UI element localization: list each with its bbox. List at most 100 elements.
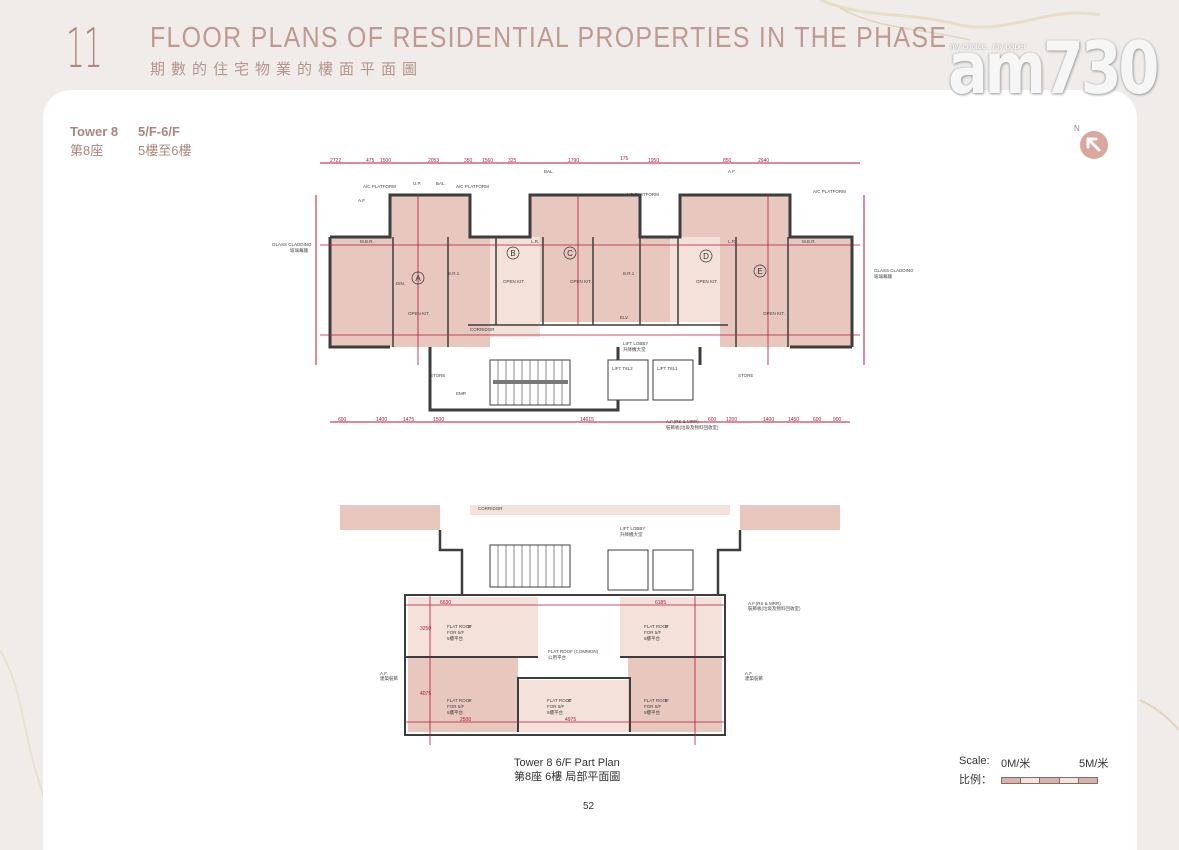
page-title-zh: 期數的住宅物業的樓面平面圖 [150,61,424,78]
scale-end: 5M/米 [1079,758,1109,770]
svg-text:STORE: STORE [738,373,753,378]
scale-graphic [1001,777,1098,784]
svg-text:2722: 2722 [330,158,341,164]
top-dimensions: 2722 475 1500 2053 350 1560 325 1790 175… [330,156,769,164]
svg-text:B.R.1: B.R.1 [623,271,635,276]
bottom-dimensions: 600 1400 1475 1500 14615 600 1200 1400 1… [338,417,842,423]
svg-text:FLAT ROOF: FLAT ROOF [644,624,669,629]
svg-text:A.F.: A.F. [380,671,388,676]
svg-text:1400: 1400 [376,417,387,423]
svg-text:升降機大堂: 升降機大堂 [620,531,643,538]
svg-text:3250: 3250 [420,626,431,632]
svg-text:OPEN KIT.: OPEN KIT. [570,279,592,284]
svg-text:裝飾板(垃圾及物料回收室): 裝飾板(垃圾及物料回收室) [748,605,801,612]
logo-tagline: my choice . my paper [950,42,1027,51]
scale-start: 0M/米 [1001,758,1031,770]
svg-text:1950: 1950 [648,158,659,164]
svg-text:1200: 1200 [726,417,737,423]
unit-c-marker: C [567,249,573,258]
page-title: FLOOR PLANS OF RESIDENTIAL PROPERTIES IN… [150,22,948,54]
svg-text:B: B [468,624,471,629]
svg-text:GLASS CLADDING: GLASS CLADDING [874,268,914,273]
svg-text:5樓平台: 5樓平台 [644,635,661,642]
svg-text:FOR 5/F: FOR 5/F [644,630,662,635]
svg-text:FLAT ROOF: FLAT ROOF [447,624,472,629]
floor-range: 5/F-6/F [138,124,180,139]
svg-text:1400: 1400 [763,417,774,423]
svg-text:LIFT T8L1: LIFT T8L1 [657,366,678,371]
svg-text:5樓平台: 5樓平台 [447,709,464,716]
svg-text:C: C [568,698,572,703]
svg-text:FOR 5/F: FOR 5/F [547,704,565,709]
main-floor-plan: 2722 475 1500 2053 350 1560 325 1790 175… [272,156,914,431]
scale-bar: Scale: 0M/米 5M/米 比例： [959,755,1108,787]
svg-text:A/C PLATFORM: A/C PLATFORM [813,189,846,194]
svg-text:A.F.(RS & MRR): A.F.(RS & MRR) [748,601,781,606]
svg-text:FLAT ROOF: FLAT ROOF [644,698,669,703]
brand-logo: am730 my choice . my paper [948,32,1159,106]
part-plan-caption-zh: 第8座 6樓 局部平面圖 [514,771,621,783]
svg-text:2940: 2940 [758,158,769,164]
svg-text:5樓平台: 5樓平台 [447,635,464,642]
svg-text:175: 175 [620,156,629,162]
unit-e-marker: E [757,267,762,276]
tower-name-zh: 第8座 [70,143,104,158]
unit-a-marker: A [415,274,421,283]
svg-text:FLAT ROOF: FLAT ROOF [547,698,572,703]
svg-text:850: 850 [723,158,732,164]
svg-text:A: A [468,698,471,703]
svg-text:LIFT LOBBY: LIFT LOBBY [623,341,648,346]
flat-roof-c: FLAT ROOF C FOR 5/F 5樓平台 [547,698,572,716]
part-plan-caption: Tower 8 6/F Part Plan 第8座 6樓 局部平面圖 [514,756,620,784]
north-arrow-icon: N [1074,124,1108,159]
svg-text:A.F.: A.F. [745,671,753,676]
svg-text:1450: 1450 [788,417,799,423]
unit-b-marker: B [510,249,515,258]
svg-text:建築裝飾: 建築裝飾 [380,675,398,682]
svg-text:1790: 1790 [568,158,579,164]
svg-text:350: 350 [464,158,473,164]
svg-text:5樓平台: 5樓平台 [547,709,564,716]
svg-text:E: E [665,698,668,703]
svg-text:A.F.: A.F. [728,169,736,174]
svg-text:CORRIDOR: CORRIDOR [470,327,495,332]
svg-text:1500: 1500 [433,417,444,423]
svg-text:14615: 14615 [580,417,594,423]
svg-text:600: 600 [813,417,822,423]
unit-d-marker: D [703,252,709,261]
svg-text:OPEN KIT.: OPEN KIT. [763,311,785,316]
svg-text:玻璃幕牆: 玻璃幕牆 [290,247,308,254]
svg-text:EMR: EMR [456,391,467,396]
svg-text:OPEN KIT.: OPEN KIT. [503,279,525,284]
svg-text:裝飾板(垃圾及物料回收室): 裝飾板(垃圾及物料回收室) [666,424,719,431]
svg-text:FOR 5/F: FOR 5/F [644,704,662,709]
svg-text:2500: 2500 [460,717,471,723]
svg-text:公用平台: 公用平台 [548,654,566,661]
svg-text:900: 900 [833,417,842,423]
svg-text:6630: 6630 [440,600,451,606]
svg-text:FOR 5/F: FOR 5/F [447,704,465,709]
svg-text:ELV: ELV [620,315,628,320]
flat-roof-b: FLAT ROOF B FOR 5/F 5樓平台 [447,624,472,642]
flat-roof-d: FLAT ROOF D FOR 5/F 5樓平台 [644,624,669,642]
svg-text:BAL.: BAL. [544,169,554,174]
svg-text:600: 600 [338,417,347,423]
svg-text:N: N [1074,124,1080,133]
svg-text:475: 475 [366,158,375,164]
svg-text:STORE: STORE [430,373,445,378]
svg-text:A/C PLATFORM: A/C PLATFORM [626,192,659,197]
svg-text:600: 600 [708,417,717,423]
svg-text:6185: 6185 [655,600,666,606]
section-number: 11 [66,17,103,80]
svg-text:LIFT LOBBY: LIFT LOBBY [620,526,645,531]
svg-text:DIN.: DIN. [396,281,405,286]
page-number: 52 [583,801,595,812]
svg-text:建築裝飾: 建築裝飾 [745,675,763,682]
svg-text:玻璃幕牆: 玻璃幕牆 [874,273,892,280]
svg-text:M.B.R.: M.B.R. [802,239,816,244]
svg-text:L.R.: L.R. [728,239,736,244]
svg-text:OPEN KIT.: OPEN KIT. [696,279,718,284]
svg-text:4075: 4075 [420,691,431,697]
svg-text:FLAT ROOF: FLAT ROOF [447,698,472,703]
svg-text:L.R.: L.R. [531,239,539,244]
